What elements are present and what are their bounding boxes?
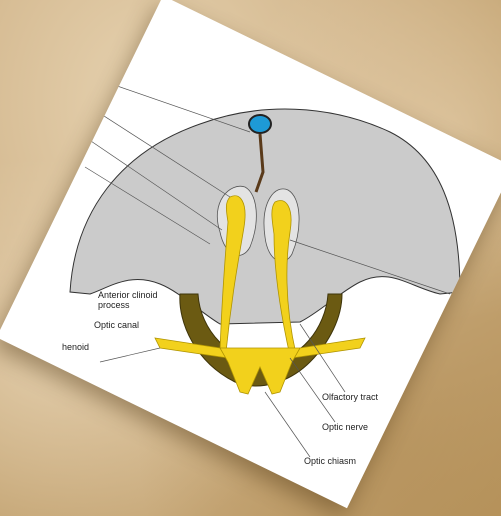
label-optic-nerve: Optic nerve — [322, 422, 368, 432]
label-right-edge: c — [452, 290, 457, 300]
label-optic-chiasm: Optic chiasm — [304, 456, 356, 466]
leader-optic-nerve — [290, 358, 335, 422]
foramen-caecum-blue — [249, 115, 271, 133]
leader-chiasm — [265, 392, 310, 457]
label-anterior-clinoid-2: process — [98, 300, 130, 310]
optic-nerve-right — [292, 338, 365, 358]
label-sphenoid: henoid — [62, 342, 89, 352]
label-anterior-clinoid: Anterior clinoid — [98, 290, 158, 300]
label-optic-canal: Optic canal — [94, 320, 139, 330]
label-olfactory-tract: Olfactory tract — [322, 392, 379, 402]
label-top: ereon — [92, 68, 115, 78]
leader-top — [100, 80, 250, 132]
leader-sphenoid — [100, 348, 160, 362]
